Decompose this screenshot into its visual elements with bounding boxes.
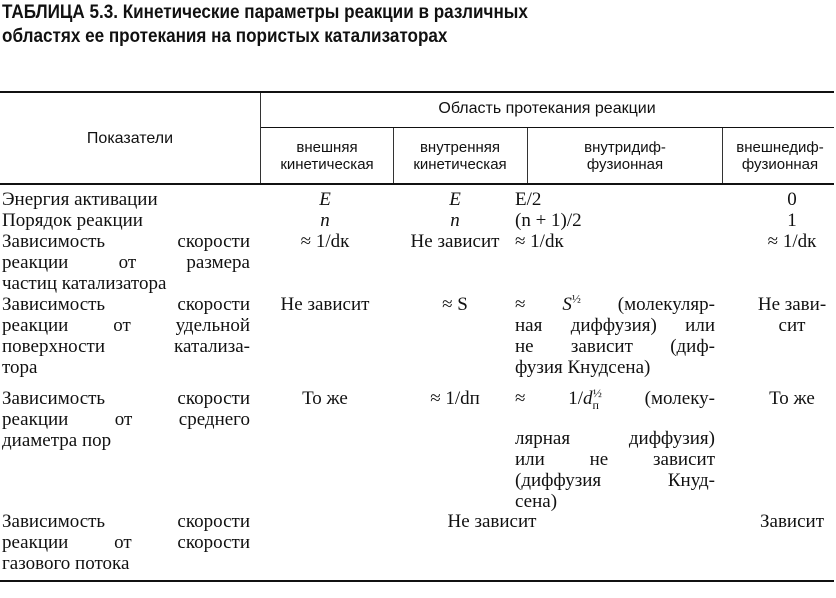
row-label-line: Зависимость скорости <box>2 231 250 252</box>
row-label-line: поверхности катализа- <box>2 336 250 357</box>
row-label-line: реакции от среднего <box>2 409 250 430</box>
row-label-line: частиц катализатора <box>2 273 167 294</box>
cell-internal-diffusion: сена) <box>515 491 558 512</box>
header-col-1-line-2: кинетическая <box>280 156 374 173</box>
cell-internal-diffusion: ≈ 1/dп½ (молеку- <box>515 385 715 412</box>
table-title-line-2: областях ее протекания на пористых катал… <box>2 26 448 47</box>
header-col-3: внутридиф-фузионная <box>584 139 666 173</box>
cell-external-diffusion: 0 <box>787 189 797 210</box>
bottom-rule <box>0 580 834 582</box>
row-label-line: газового потока <box>2 553 130 574</box>
row-label-line: Зависимость скорости <box>2 511 250 532</box>
cell-external-kinetic: Не зависит <box>280 294 370 315</box>
cell-external-kinetic: ≈ 1/dк <box>300 231 350 252</box>
row-label-line: Энергия активации <box>2 189 158 210</box>
cell-external-diffusion: сит <box>778 315 806 336</box>
header-col-4-line-2: фузионная <box>741 156 819 173</box>
cell-external-diffusion: ≈ 1/dк <box>767 231 817 252</box>
row-label-line: Зависимость скорости <box>2 294 250 315</box>
header-indicators: Показатели <box>86 130 174 147</box>
row-label-line: реакции от размера <box>2 252 250 273</box>
header-bottom-rule <box>0 183 834 185</box>
row-label-line: тора <box>2 357 38 378</box>
cell-external-diffusion: Зависит <box>760 511 824 532</box>
cell-internal-kinetic: ≈ 1/dп <box>430 388 480 409</box>
cell-external-kinetic: E <box>319 189 331 210</box>
row-label-line: реакции от скорости <box>2 532 250 553</box>
table-title-line-1: ТАБЛИЦА 5.3. Кинетические параметры реак… <box>2 2 528 23</box>
row-label-line: реакции от удельной <box>2 315 250 336</box>
header-col-3-line-1: внутридиф- <box>584 139 666 156</box>
cell-internal-kinetic: ≈ S <box>442 294 468 315</box>
column-divider-2 <box>527 128 528 183</box>
cell-internal-diffusion: (диффузия Кнуд- <box>515 470 715 491</box>
cell-external-diffusion: 1 <box>787 210 797 231</box>
cell-internal-kinetic: n <box>450 210 460 231</box>
cell-internal-kinetic: Не зависит <box>410 231 500 252</box>
header-col-2-line-1: внутренняя <box>419 139 501 156</box>
header-col-2-line-2: кинетическая <box>413 156 507 173</box>
top-rule <box>0 91 834 93</box>
row-label-line: диаметра пор <box>2 430 112 451</box>
cell-internal-diffusion: или не зависит <box>515 449 715 470</box>
cell-external-diffusion: То же <box>769 388 815 409</box>
cell-internal-diffusion: ная диффузия) или <box>515 315 715 336</box>
column-divider-1 <box>393 128 394 183</box>
cell-internal-diffusion: фузия Кнудсена) <box>515 357 651 378</box>
row-label-line: Порядок реакции <box>2 210 143 231</box>
cell-internal-diffusion: (n + 1)/2 <box>515 210 582 231</box>
header-region: Область протекания реакции <box>438 100 656 117</box>
column-divider-3 <box>722 128 723 183</box>
header-col-4-line-1: внешнедиф- <box>736 139 824 156</box>
cell-internal-diffusion: ≈ S½ (молекуляр- <box>515 291 715 315</box>
cell-span-kinetic-internal: Не зависит <box>447 511 537 532</box>
cell-external-kinetic: То же <box>302 388 348 409</box>
cell-internal-kinetic: E <box>449 189 461 210</box>
cell-internal-diffusion: лярная диффузия) <box>515 428 715 449</box>
cell-external-diffusion: Не зави- <box>757 294 827 315</box>
region-rule <box>261 127 834 128</box>
header-divider <box>260 93 261 183</box>
header-col-4: внешнедиф-фузионная <box>736 139 823 173</box>
row-label-line: Зависимость скорости <box>2 388 250 409</box>
cell-internal-diffusion: ≈ 1/dк <box>515 231 564 252</box>
cell-external-kinetic: n <box>320 210 330 231</box>
header-col-3-line-2: фузионная <box>586 156 664 173</box>
header-col-1-line-1: внешняя <box>296 139 358 156</box>
cell-internal-diffusion: E/2 <box>515 189 542 210</box>
cell-internal-diffusion: не зависит (диф- <box>515 336 715 357</box>
